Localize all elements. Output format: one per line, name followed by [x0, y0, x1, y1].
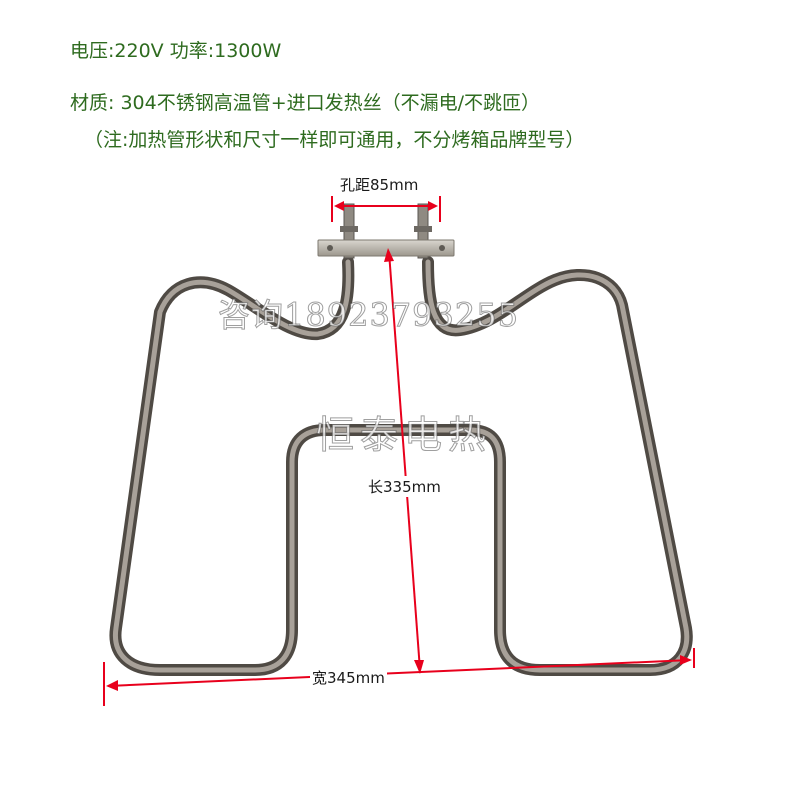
material-spec: 材质: 304不锈钢高温管+进口发热丝（不漏电/不跳匝）	[70, 92, 541, 114]
width-label: 宽345mm	[310, 667, 387, 688]
heating-tube	[109, 256, 693, 676]
voltage-power-spec: 电压:220V 功率:1300W	[70, 40, 282, 62]
mounting-plate	[317, 239, 455, 257]
contact-watermark: 咨询18923793255	[218, 296, 519, 335]
dimension-lines	[103, 196, 695, 706]
hole-spacing-label: 孔距85mm	[340, 176, 419, 194]
compatibility-note: （注:加热管形状和尺寸一样即可通用，不分烤箱品牌型号）	[84, 129, 585, 151]
brand-watermark: 恒泰电热	[315, 413, 493, 458]
length-label: 长335mm	[366, 476, 443, 497]
terminal-pins	[340, 203, 432, 259]
